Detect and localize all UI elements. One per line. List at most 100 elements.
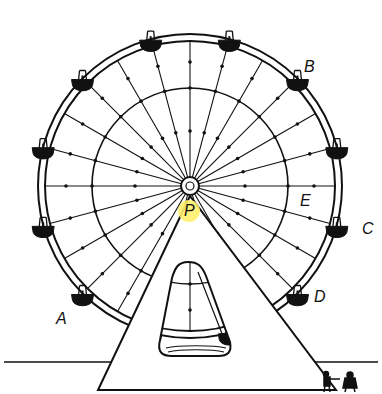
spoke-bolt (103, 233, 107, 237)
spoke-bolt (227, 223, 231, 227)
spoke-bolt (188, 129, 192, 133)
point-label: B (302, 58, 317, 76)
point-label: E (298, 192, 313, 210)
gondola (218, 31, 240, 51)
spoke-bolt (135, 198, 139, 202)
spoke-bolt (227, 145, 231, 149)
spoke-bolt (257, 115, 261, 119)
spoke-bolt (149, 223, 153, 227)
spoke-bolt (243, 184, 247, 188)
spoke-bolt (141, 157, 145, 161)
spoke-bolt (126, 77, 130, 81)
spoke-bolt (236, 157, 240, 161)
spoke-bolt (90, 184, 94, 188)
point-label: D (312, 288, 328, 306)
spoke (50, 148, 181, 183)
spoke-bolt (312, 184, 316, 188)
spoke-bolt (68, 216, 72, 220)
gondola (326, 139, 348, 159)
spectators (324, 372, 358, 393)
outer-rim (38, 34, 342, 338)
spoke-bolt (296, 246, 300, 250)
spoke-bolt (64, 184, 68, 188)
spoke (199, 148, 330, 183)
spoke-bolt (133, 184, 137, 188)
spoke-bolt (202, 131, 206, 135)
spoke-bolt (276, 272, 280, 276)
spoke-bolt (250, 77, 254, 81)
spoke-bolt (81, 122, 85, 126)
spoke-bolt (139, 99, 143, 103)
spoke-bolt (241, 170, 245, 174)
point-label: P (182, 202, 197, 220)
spoke (152, 46, 187, 177)
spoke-bolt (257, 253, 261, 257)
spoke-bolt (283, 159, 287, 163)
spoke-bolt (273, 135, 277, 139)
spoke-bolt (214, 90, 218, 94)
support-cutout-detail (166, 272, 226, 352)
spoke-bolt (126, 292, 130, 296)
spoke-bolt (188, 60, 192, 64)
point-label: A (54, 310, 69, 328)
gondola (72, 285, 94, 305)
outer-rim (45, 41, 335, 331)
spoke (87, 83, 183, 179)
spoke-bolt (296, 122, 300, 126)
spoke-bolt (68, 152, 72, 156)
spoke-bolt (156, 64, 160, 68)
point-label: C (360, 220, 376, 238)
hub (181, 177, 199, 195)
spoke (118, 60, 186, 178)
spoke (195, 60, 263, 178)
highlight (178, 200, 200, 222)
wheel (32, 31, 348, 345)
spoke-bolt (101, 97, 105, 101)
support-frame (98, 196, 336, 390)
spoke-bolt (174, 131, 178, 135)
hub-axle (186, 182, 194, 190)
spoke (198, 114, 316, 182)
spoke-bolt (101, 272, 105, 276)
spoke-bolt (94, 159, 98, 163)
spoke-bolt (220, 64, 224, 68)
spoke-bolt (188, 86, 192, 90)
spoke-bolt (286, 184, 290, 188)
spoke-bolt (119, 115, 123, 119)
spoke-bolt (103, 135, 107, 139)
spoke-bolt (81, 246, 85, 250)
gondola (326, 217, 348, 237)
spoke (64, 114, 182, 182)
gondola (32, 139, 54, 159)
gondola (286, 285, 308, 305)
spoke-bolt (188, 308, 192, 312)
spoke-bolt (163, 90, 167, 94)
spoke-bolt (283, 210, 287, 214)
spoke-bolt (119, 253, 123, 257)
spoke-bolt (308, 216, 312, 220)
spoke-bolt (149, 145, 153, 149)
spoke (199, 188, 330, 223)
spoke (196, 83, 292, 179)
spoke-bolt (236, 212, 240, 216)
gondola (32, 217, 54, 237)
spoke-bolt (94, 210, 98, 214)
spoke-bolt (308, 152, 312, 156)
spoke-bolt (141, 212, 145, 216)
gondola (140, 31, 162, 51)
spoke-bolt (237, 99, 241, 103)
spoke-bolt (139, 269, 143, 273)
spoke-bolt (188, 282, 192, 286)
spoke-bolt (241, 198, 245, 202)
spoke-bolt (276, 97, 280, 101)
spoke-bolt (161, 232, 165, 236)
spoke-bolt (216, 137, 220, 141)
gondola (72, 71, 94, 91)
spoke-bolt (161, 137, 165, 141)
spoke (50, 188, 181, 223)
spoke-bolt (273, 233, 277, 237)
spoke-bolt (135, 170, 139, 174)
spoke (192, 46, 227, 177)
